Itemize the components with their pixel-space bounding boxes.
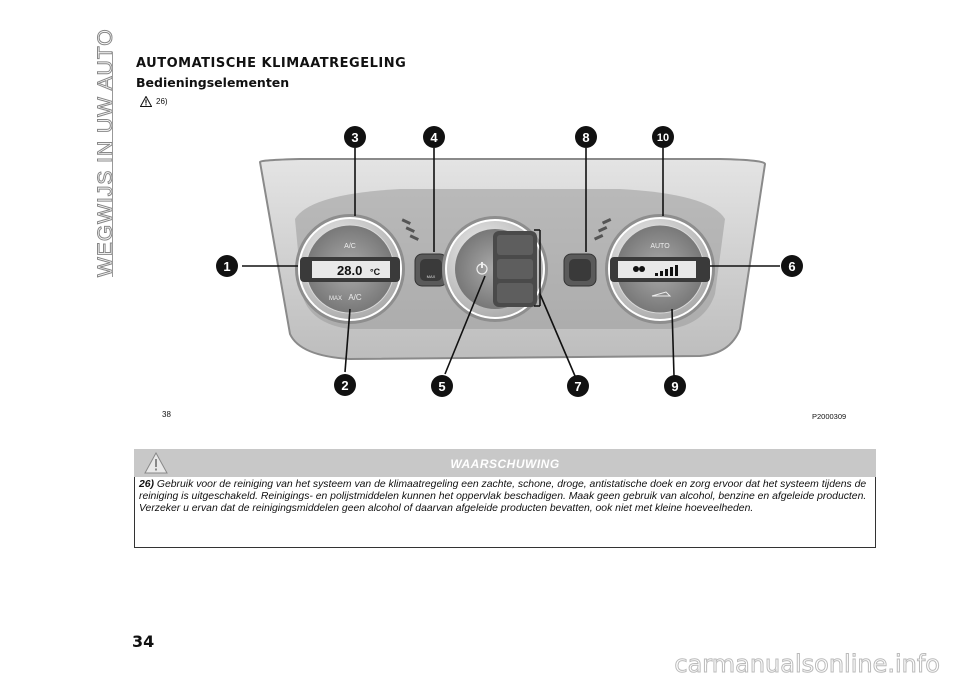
callout-4: 4 (423, 126, 445, 148)
ac-label: A/C (344, 243, 356, 250)
svg-text:3: 3 (351, 130, 358, 145)
left-temperature-knob[interactable]: 28.0 °C A/C MAX A/C (295, 214, 405, 324)
recirculation-icon (651, 291, 672, 297)
callout-8: 8 (575, 126, 597, 148)
warning-reference-number: 26) (156, 97, 168, 106)
callout-6: 6 (781, 255, 803, 277)
rear-defrost-button[interactable] (563, 253, 597, 287)
callout-5: 5 (431, 375, 453, 397)
callout-1: 1 (216, 255, 238, 277)
callout-2: 2 (334, 374, 356, 396)
callout-3: 3 (344, 126, 366, 148)
climate-control-figure: 28.0 °C A/C MAX A/C MAX (216, 126, 803, 397)
chapter-rule (112, 52, 113, 277)
temperature-value: 28.0 (337, 263, 362, 278)
figure-code: P2000309 (812, 412, 847, 421)
warning-box: WAARSCHUWING 26) Gebruik voor de reinigi… (134, 449, 876, 548)
max-defrost-button[interactable]: MAX (414, 253, 448, 287)
svg-text:6: 6 (788, 259, 795, 274)
svg-text:10: 10 (657, 132, 669, 144)
warning-reference: 26) (140, 96, 168, 107)
warning-triangle-icon (144, 452, 168, 474)
chapter-title: WEGWIJS IN UW AUTO (94, 28, 118, 278)
max-ac-label: A/C (348, 293, 362, 302)
max-ac-prefix: MAX (329, 296, 342, 302)
callout-10: 10 (652, 126, 674, 148)
fan-speed-bars (655, 265, 678, 276)
svg-text:4: 4 (430, 130, 438, 145)
warning-header: WAARSCHUWING (134, 449, 876, 477)
warning-number: 26) (139, 479, 155, 490)
callout-9: 9 (664, 375, 686, 397)
page-number: 34 (132, 632, 155, 651)
warning-text: Gebruik voor de reiniging van het systee… (139, 479, 867, 515)
warning-triangle-icon (140, 96, 152, 107)
figure-number: 38 (162, 410, 171, 419)
section-subtitle: Bedieningselementen (136, 75, 290, 90)
temperature-unit: °C (370, 267, 381, 277)
callout-7: 7 (567, 375, 589, 397)
svg-text:5: 5 (438, 379, 445, 394)
auto-label: AUTO (650, 243, 670, 250)
watermark: carmanualsonline.info (674, 650, 941, 679)
svg-text:2: 2 (341, 378, 348, 393)
section-title: AUTOMATISCHE KLIMAATREGELING (136, 56, 407, 71)
warning-heading: WAARSCHUWING (450, 457, 560, 471)
svg-text:9: 9 (671, 379, 678, 394)
svg-text:7: 7 (574, 379, 581, 394)
chapter-side-tab: WEGWIJS IN UW AUTO (76, 28, 118, 278)
warning-text-block: 26) Gebruik voor de reiniging van het sy… (134, 477, 876, 548)
max-label: MAX (427, 274, 436, 279)
fan-icon (633, 266, 645, 272)
temperature-display (312, 261, 390, 278)
center-distribution-knob[interactable] (442, 216, 548, 322)
svg-text:8: 8 (582, 130, 589, 145)
svg-text:1: 1 (223, 259, 230, 274)
right-fan-knob[interactable]: AUTO (605, 214, 715, 324)
